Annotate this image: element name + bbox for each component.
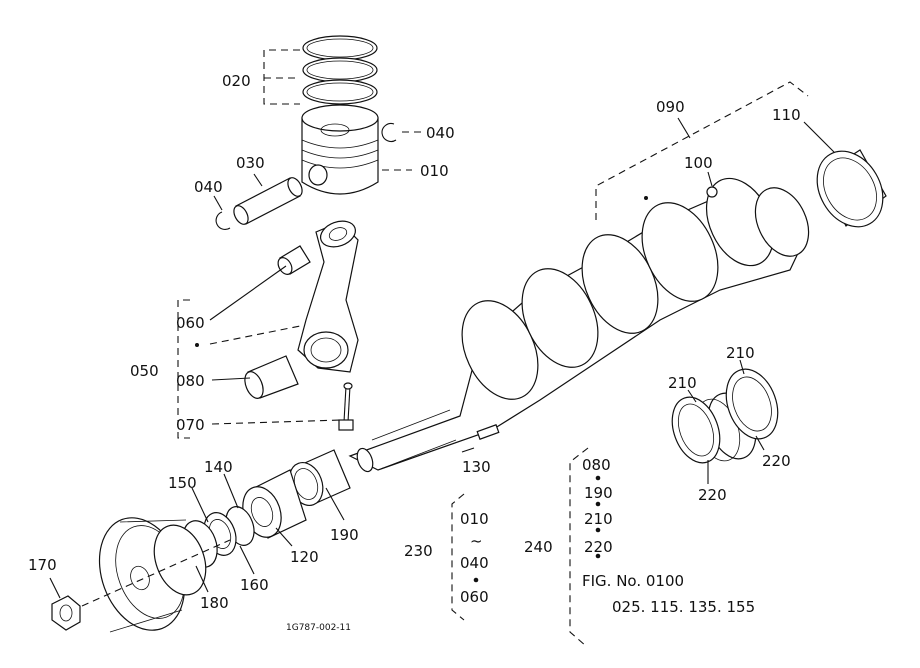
callout-170: 170 (28, 556, 57, 574)
callout-240: 240 (524, 538, 553, 556)
crank-key (476, 424, 500, 440)
set-230-item: 040 (460, 554, 489, 572)
callout-180: 180 (200, 594, 229, 612)
callout-220-right: 220 (762, 452, 791, 470)
callout-040-left: 040 (194, 178, 223, 196)
callout-050: 050 (130, 362, 159, 380)
callout-010: 010 (420, 162, 449, 180)
rod-bolt (338, 382, 354, 431)
small-end-bushing (277, 245, 311, 275)
callout-130: 130 (462, 458, 491, 476)
set-240-item: 220 (584, 538, 613, 556)
callout-060: 060 (176, 314, 205, 332)
set-230-item: 060 (460, 588, 489, 606)
callout-080: 080 (176, 372, 205, 390)
circlip-right (381, 122, 397, 143)
callout-150: 150 (168, 474, 197, 492)
set-240-item: 210 (584, 510, 613, 528)
piston-pin (233, 177, 303, 225)
plug-ball (706, 186, 718, 198)
set-230-item: ~ (470, 532, 483, 550)
callout-040-right: 040 (426, 124, 455, 142)
fig-parts: 025. 115. 135. 155 (612, 598, 755, 616)
callout-120: 120 (290, 548, 319, 566)
callout-210-lower: 210 (668, 374, 697, 392)
callout-100: 100 (684, 154, 713, 172)
connecting-rod (297, 220, 359, 373)
leader-lines (49, 49, 835, 647)
set-dots (473, 475, 601, 583)
crank-bushing-rear (816, 149, 887, 228)
callout-020: 020 (222, 72, 251, 90)
rod-bearing (244, 355, 299, 399)
set-240-list: 080 190 210 220 FIG. No. 0100 025. 115. … (582, 456, 755, 616)
callout-140: 140 (204, 458, 233, 476)
callout-090: 090 (656, 98, 685, 116)
crankshaft (348, 177, 810, 473)
set-240-item: 080 (582, 456, 611, 474)
callout-labels: 020 040 010 030 040 060 050 080 070 090 … (28, 72, 801, 612)
fig-reference: FIG. No. 0100 (582, 572, 684, 590)
callout-220-lower: 220 (698, 486, 727, 504)
set-230-item: 010 (460, 510, 489, 528)
callout-030: 030 (236, 154, 265, 172)
piston-rings (302, 35, 378, 105)
callout-160: 160 (240, 576, 269, 594)
callout-210-upper: 210 (726, 344, 755, 362)
drawing-code: 1G787-002-11 (286, 623, 351, 633)
pulley-nut (51, 595, 81, 631)
set-240-item: 190 (584, 484, 613, 502)
callout-190: 190 (330, 526, 359, 544)
crankshaft-pulley (98, 517, 207, 633)
thrust-washer-right (725, 368, 779, 440)
set-230-list: 010 ~ 040 060 (460, 510, 489, 606)
callout-110: 110 (772, 106, 801, 124)
callout-070: 070 (176, 416, 205, 434)
circlip-left (215, 211, 231, 230)
callout-230: 230 (404, 542, 433, 560)
piston (301, 104, 379, 195)
